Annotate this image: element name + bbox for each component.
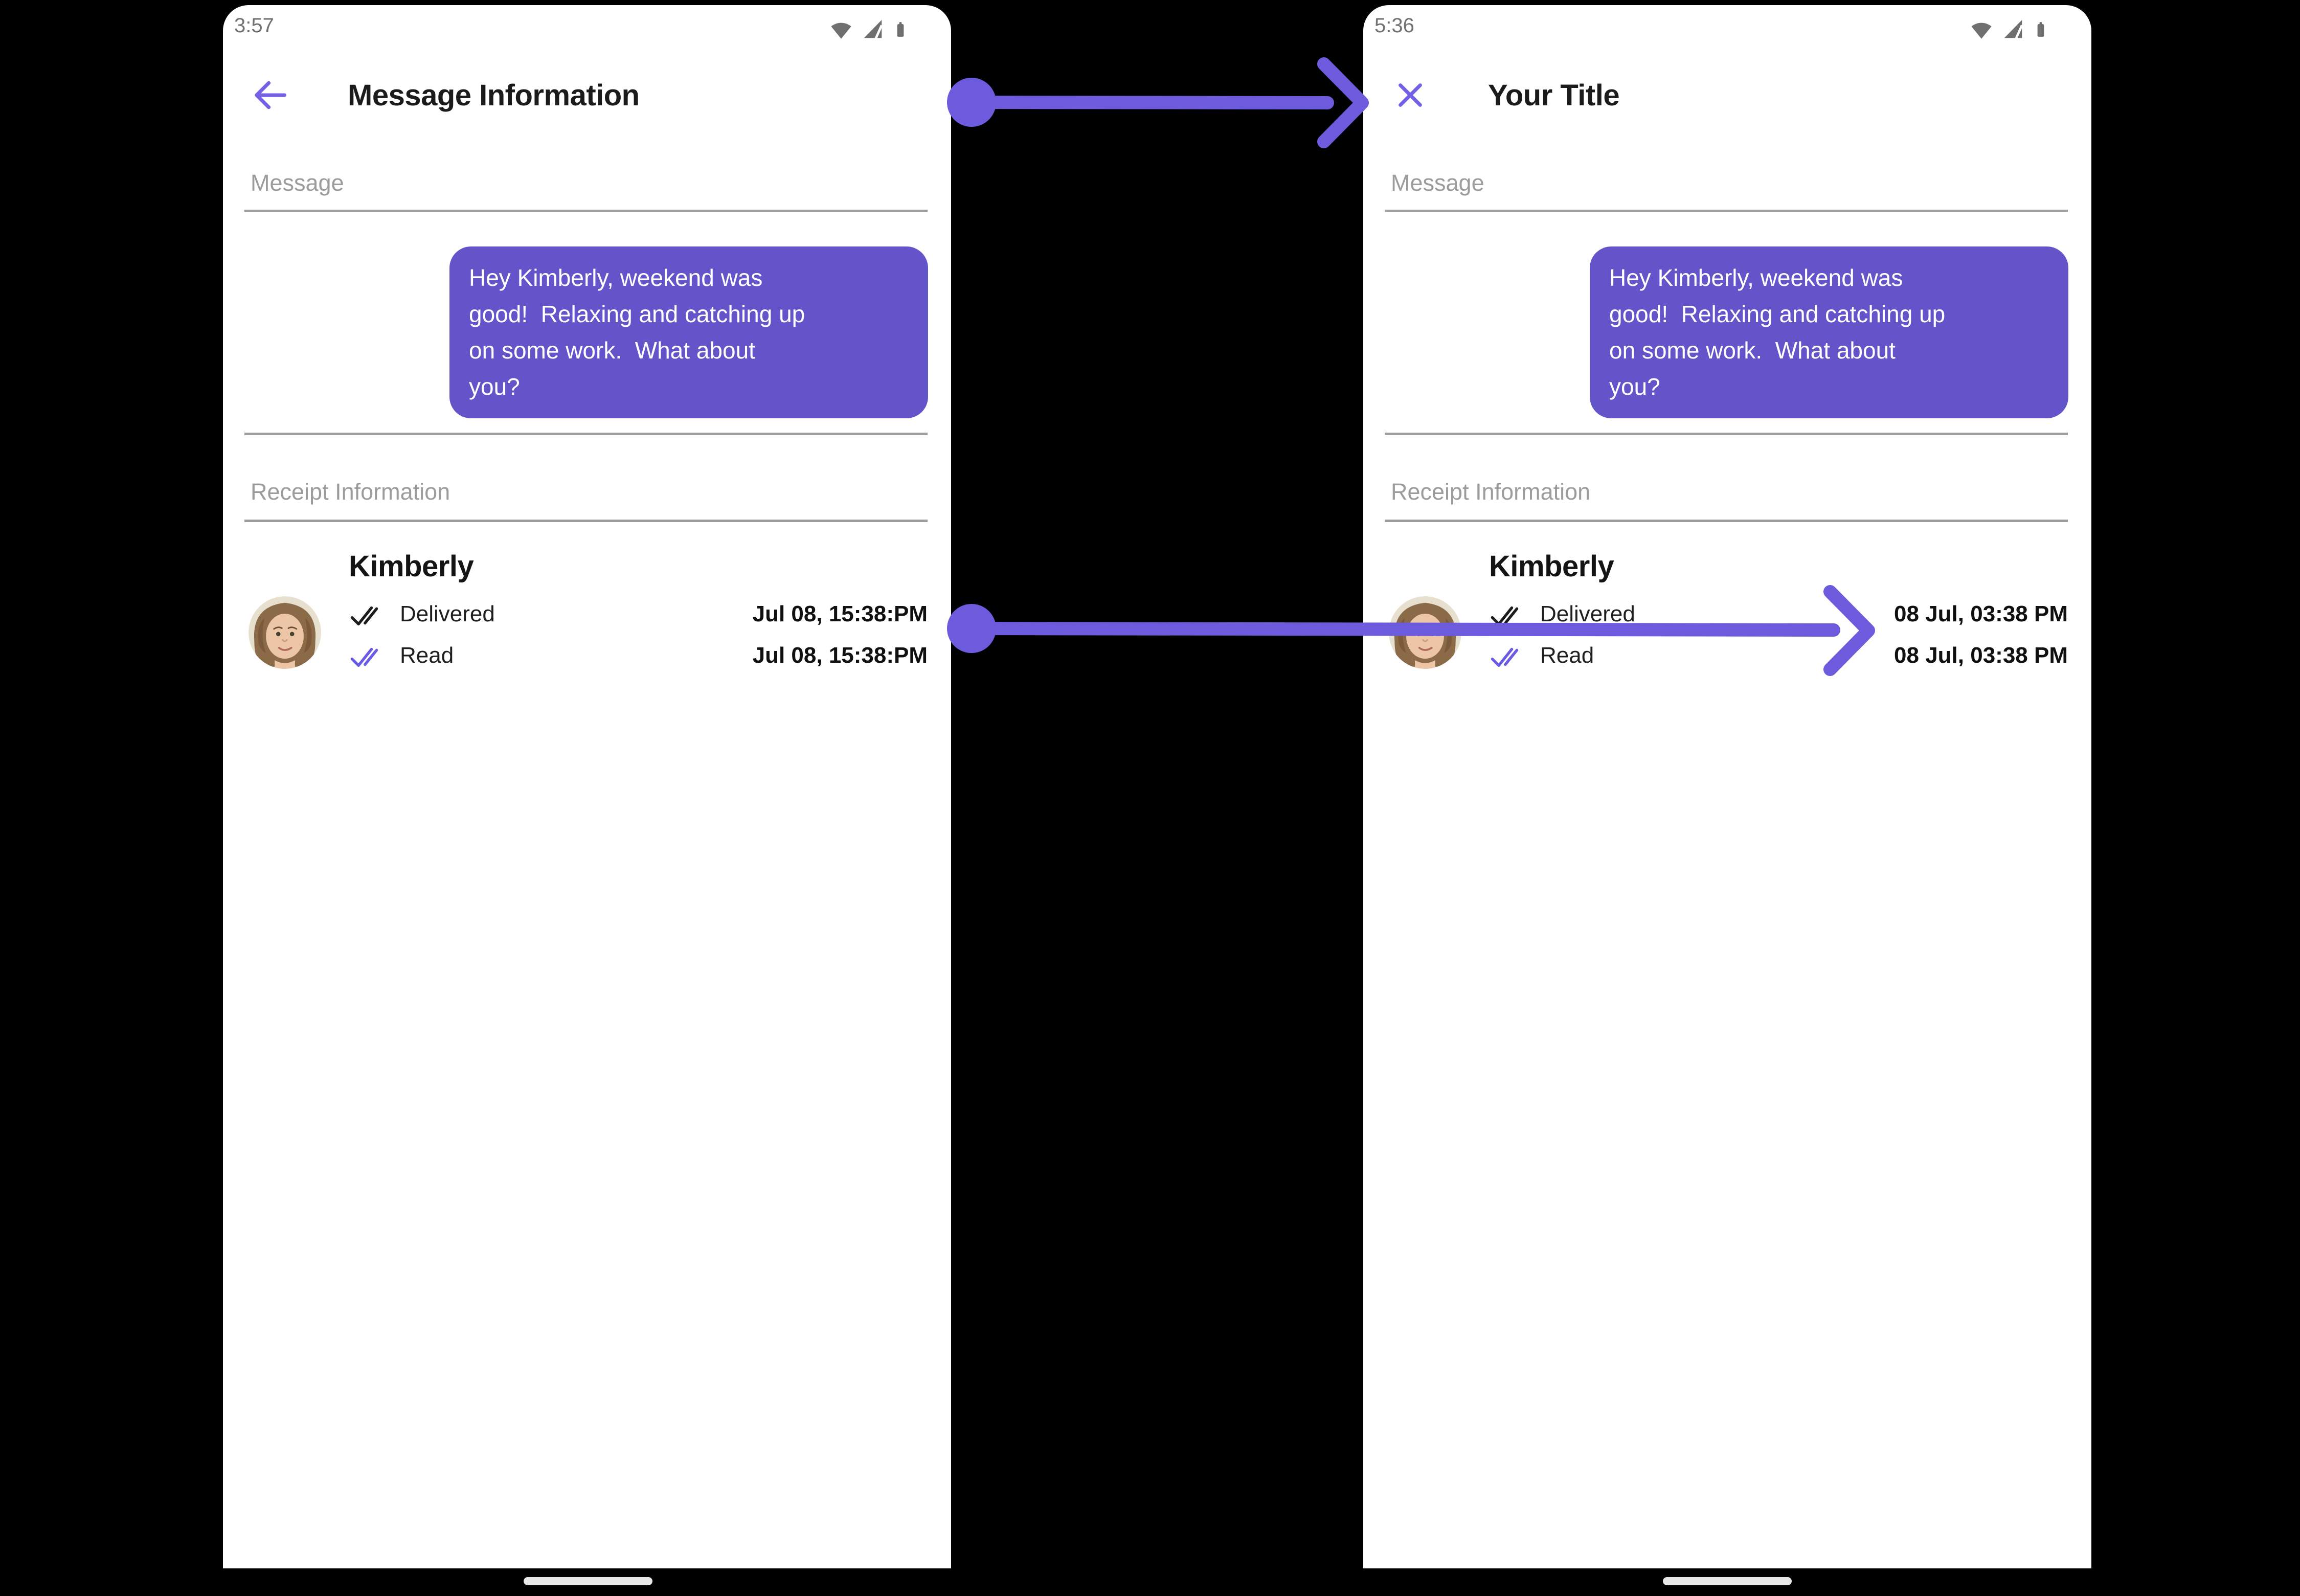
battery-icon	[892, 16, 909, 42]
divider	[244, 210, 928, 212]
read-double-check-icon	[349, 645, 379, 669]
page-title: Your Title	[1488, 79, 1620, 112]
receipt-row-read: Read Jul 08, 15:38:PM	[223, 642, 951, 672]
receipt-row-read: Read 08 Jul, 03:38 PM	[1363, 642, 2091, 672]
bubble-line: you?	[469, 373, 520, 400]
status-bar-time: 5:36	[1374, 14, 1414, 37]
status-bar-icons	[828, 16, 909, 42]
receipt-timestamp: Jul 08, 15:38:PM	[752, 601, 928, 626]
message-section-label: Message	[1391, 170, 1484, 196]
phone-screen-after: 5:36 Your Title Message Hey Kimberly, we…	[1363, 5, 2091, 1568]
receipt-timestamp: 08 Jul, 03:38 PM	[1894, 601, 2068, 626]
bubble-line: Hey Kimberly, weekend was	[469, 264, 763, 291]
receipt-status-label: Read	[1540, 643, 1594, 668]
bubble-line: Hey Kimberly, weekend was	[1609, 264, 1903, 291]
receipt-section-label: Receipt Information	[251, 479, 450, 505]
status-bar-time: 3:57	[234, 14, 274, 37]
avatar	[249, 596, 321, 669]
wifi-icon	[1969, 16, 1994, 42]
delivered-double-check-icon	[349, 603, 379, 628]
arrow-start-dot	[947, 78, 996, 127]
bubble-line: on some work. What about	[1609, 337, 1896, 364]
bubble-line: good! Relaxing and catching up	[1609, 301, 1946, 327]
receipt-row-delivered: Delivered Jul 08, 15:38:PM	[223, 600, 951, 631]
delivered-double-check-icon	[1490, 603, 1519, 628]
divider	[244, 520, 928, 522]
divider	[1385, 520, 2068, 522]
bubble-line: good! Relaxing and catching up	[469, 301, 805, 327]
home-indicator[interactable]	[1663, 1577, 1792, 1585]
wifi-icon	[828, 16, 854, 42]
cellular-signal-icon	[861, 16, 885, 42]
phone-screen-before: 3:57 Message Information Message Hey Kim…	[223, 5, 951, 1568]
read-double-check-icon	[1490, 645, 1519, 669]
status-bar-icons	[1969, 16, 2049, 42]
receipt-row-delivered: Delivered 08 Jul, 03:38 PM	[1363, 600, 2091, 631]
divider	[1385, 210, 2068, 212]
arrow-start-dot	[947, 604, 996, 653]
close-icon[interactable]	[1388, 73, 1433, 118]
header-change-arrow	[947, 57, 1369, 148]
message-section-label: Message	[251, 170, 344, 196]
receipt-timestamp: Jul 08, 15:38:PM	[752, 643, 928, 668]
bubble-line: you?	[1609, 373, 1660, 400]
contact-name: Kimberly	[349, 550, 474, 583]
receipt-status-label: Read	[400, 643, 454, 668]
arrow-back-icon[interactable]	[247, 73, 292, 118]
outgoing-message-bubble: Hey Kimberly, weekend was good! Relaxing…	[1590, 246, 2068, 418]
receipt-status-label: Delivered	[1540, 601, 1635, 626]
receipt-timestamp: 08 Jul, 03:38 PM	[1894, 643, 2068, 668]
contact-name: Kimberly	[1489, 550, 1614, 583]
page-title: Message Information	[348, 79, 640, 112]
cellular-signal-icon	[2001, 16, 2025, 42]
bubble-line: on some work. What about	[469, 337, 755, 364]
receipt-section-label: Receipt Information	[1391, 479, 1591, 505]
receipt-status-label: Delivered	[400, 601, 495, 626]
outgoing-message-bubble: Hey Kimberly, weekend was good! Relaxing…	[449, 246, 928, 418]
divider	[244, 433, 928, 435]
battery-icon	[2032, 16, 2049, 42]
divider	[1385, 433, 2068, 435]
home-indicator[interactable]	[524, 1577, 652, 1585]
